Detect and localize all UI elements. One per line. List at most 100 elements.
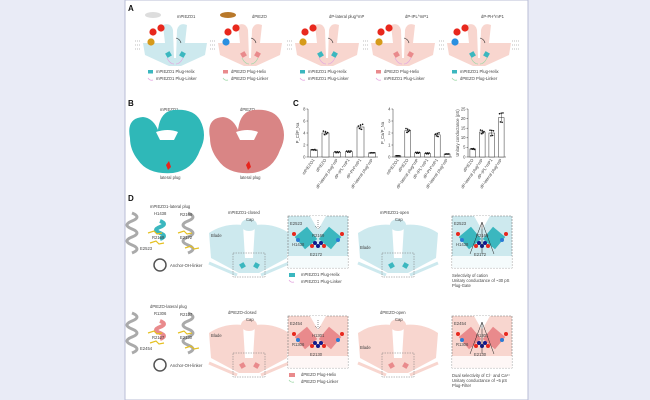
plug-helix-ribbon bbox=[154, 219, 166, 241]
plug-helix bbox=[294, 326, 318, 350]
residue-label: E2172 bbox=[180, 235, 193, 240]
data-point bbox=[498, 112, 501, 115]
residue-sidechain-dot bbox=[319, 241, 323, 245]
data-point bbox=[448, 153, 450, 155]
plug-helix bbox=[253, 362, 260, 369]
plug-helix bbox=[318, 226, 342, 250]
ion-gold bbox=[375, 38, 383, 46]
ion-flow-arrow bbox=[481, 221, 495, 255]
residue-sidechain-dot bbox=[316, 344, 320, 348]
residue-sidechain-dot bbox=[474, 244, 478, 248]
data-point bbox=[480, 132, 483, 135]
ion-gold bbox=[299, 38, 307, 46]
ion-red bbox=[149, 28, 157, 36]
ion-path-arrow bbox=[250, 37, 257, 44]
legend-linker-label: dPIEZO Plug-Linker bbox=[231, 76, 269, 81]
data-point bbox=[325, 133, 328, 135]
data-point bbox=[501, 121, 503, 124]
plug-helix bbox=[393, 51, 400, 58]
legend-linker-label: mPIEZO1 Plug-Linker bbox=[156, 76, 197, 81]
plug-helix bbox=[179, 51, 186, 58]
structure-title: dPIEZO-lateral plug bbox=[150, 304, 187, 309]
ion-red bbox=[157, 24, 165, 32]
fly-icon bbox=[220, 12, 236, 18]
data-point bbox=[323, 133, 326, 136]
residue-sidechain-dot bbox=[313, 341, 317, 345]
data-point bbox=[326, 131, 329, 134]
plug-helix bbox=[388, 262, 395, 269]
beam bbox=[208, 261, 290, 277]
ion-blue bbox=[451, 38, 459, 46]
bar bbox=[434, 134, 441, 158]
panel-c-label: C bbox=[293, 99, 299, 108]
caption-line: Plug-Gate bbox=[452, 283, 472, 288]
legend-helix-swatch bbox=[376, 70, 381, 74]
residue-label: H1438 bbox=[292, 242, 305, 247]
plug-linker bbox=[166, 57, 184, 65]
schematic-title: dP-lateral plug^mP bbox=[329, 14, 364, 19]
y-tick-label: 4 bbox=[303, 130, 306, 135]
plug-helix-ribbon bbox=[154, 319, 166, 341]
channel-schematic bbox=[209, 324, 289, 373]
residue-sidechain-dot bbox=[292, 232, 296, 236]
plug-helix bbox=[469, 51, 476, 58]
lower-region bbox=[452, 356, 512, 368]
data-point bbox=[349, 151, 351, 154]
y-tick-label: 10 bbox=[461, 135, 466, 140]
caption-line: Unitary conductance of ~30 pS bbox=[452, 278, 510, 283]
structure-title: mPIEZO1 bbox=[160, 107, 179, 112]
mouse-icon bbox=[145, 12, 161, 18]
legend-helix-swatch bbox=[300, 70, 305, 74]
channel-schematic bbox=[358, 324, 438, 373]
plug-helix bbox=[458, 226, 482, 250]
y-tick-label: 1 bbox=[388, 142, 391, 147]
data-point bbox=[315, 149, 317, 152]
caption-line: Unitary conductance of ~5 pS bbox=[452, 378, 507, 383]
residue-sticks bbox=[147, 330, 163, 335]
y-tick-label: 6 bbox=[303, 118, 306, 123]
bar bbox=[356, 126, 365, 158]
residue-sidechain-dot bbox=[500, 338, 504, 342]
data-point bbox=[500, 112, 503, 114]
residue-label: H1301 bbox=[312, 333, 325, 338]
data-point bbox=[337, 151, 340, 154]
residue-sidechain-dot bbox=[296, 238, 300, 242]
residue-sidechain-dot bbox=[336, 238, 340, 242]
residue-label: E2523 bbox=[454, 221, 467, 226]
anchor-label: Anchor-OH-linker bbox=[170, 263, 203, 268]
plug-helix bbox=[458, 326, 482, 350]
data-point bbox=[348, 150, 350, 152]
blade-label: Blade bbox=[211, 333, 222, 338]
helix-ribbon bbox=[181, 211, 195, 255]
plug-helix bbox=[331, 51, 338, 58]
data-point bbox=[479, 129, 482, 131]
channel-schematic bbox=[371, 24, 435, 67]
ion-red bbox=[224, 28, 232, 36]
plug-helix bbox=[239, 262, 246, 269]
data-point bbox=[360, 128, 363, 131]
data-point bbox=[483, 130, 485, 133]
residue-label: E2130 bbox=[474, 352, 487, 357]
lateral-plug-label: lateral plug bbox=[240, 175, 261, 180]
zoom-region-box bbox=[381, 252, 415, 278]
ion-flow-arrow bbox=[469, 221, 483, 255]
plug-helix bbox=[483, 51, 490, 58]
zoom-region-box bbox=[381, 352, 415, 378]
data-point bbox=[490, 134, 492, 137]
bar bbox=[498, 117, 505, 158]
data-point bbox=[345, 150, 348, 152]
plug-helix bbox=[294, 226, 318, 250]
bar bbox=[414, 152, 421, 158]
y-tick-label: 0 bbox=[463, 154, 466, 159]
beam bbox=[357, 261, 439, 277]
helix-ribbon bbox=[125, 211, 139, 255]
schematic-title: dP-PH^mP1 bbox=[481, 14, 505, 19]
y-tick-label: 5 bbox=[463, 145, 466, 150]
